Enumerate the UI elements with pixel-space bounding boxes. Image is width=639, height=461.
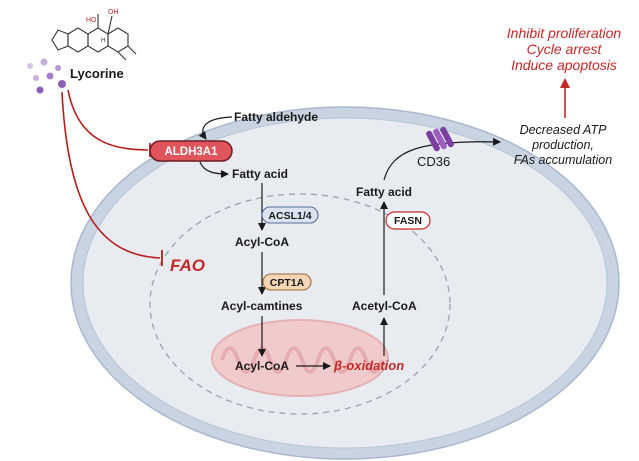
effect-line-3: Induce apoptosis (511, 57, 617, 73)
acyl-coa-bottom-label: Acyl-CoA (235, 359, 289, 373)
lycorine-label: Lycorine (70, 66, 124, 81)
arrow-aldehyde-to-aldh (198, 116, 233, 140)
fasn-box (385, 211, 431, 230)
outcome-line-2: production, (531, 138, 594, 152)
mitochondrion-icon (211, 319, 389, 397)
cpt1a-box (262, 273, 312, 291)
cell-cytoplasm (82, 117, 608, 449)
acsl-box (261, 206, 319, 224)
cd36-transporter-icon (426, 126, 454, 152)
acsl-label: ACSL1/4 (268, 210, 311, 222)
acetyl-coa-label: Acetyl-CoA (352, 299, 417, 313)
arrow-aldh-to-fattyacid (199, 161, 229, 178)
outcome-line-1: Decreased ATP (520, 123, 608, 137)
inhibit-line-aldh3a1 (67, 89, 149, 151)
cpt1a-label: CPT1A (270, 277, 305, 289)
effect-line-2: Cycle arrest (527, 41, 603, 57)
fatty-acid-left-label: Fatty acid (232, 167, 288, 181)
fatty-aldehyde-label: Fatty aldehyde (234, 110, 318, 124)
arrow-fattyacid-to-outside (383, 137, 501, 181)
nucleus-region (149, 193, 451, 415)
cd36-label: CD36 (417, 154, 450, 169)
molecule-label-h: H (101, 38, 105, 44)
molecule-label-oh: OH (108, 9, 119, 16)
beta-oxidation-label: β-oxidation (333, 358, 404, 373)
fasn-label: FASN (394, 215, 422, 227)
molecule-label-ho: HO (86, 17, 97, 24)
lycorine-structure-icon (51, 14, 137, 61)
effect-line-1: Inhibit proliferation (507, 25, 622, 41)
fao-label: FAO (170, 256, 205, 275)
inhibit-line-fao (61, 91, 161, 259)
fatty-acid-right-label: Fatty acid (356, 185, 412, 199)
acyl-camtines-label: Acyl-camtines (221, 299, 303, 313)
aldh3a1-box (149, 140, 233, 162)
acyl-coa-top-label: Acyl-CoA (235, 235, 289, 249)
lycorine-particles-icon (27, 58, 66, 94)
outcome-line-3: FAs accumulation (514, 153, 612, 167)
aldh3a1-label: ALDH3A1 (164, 146, 218, 158)
